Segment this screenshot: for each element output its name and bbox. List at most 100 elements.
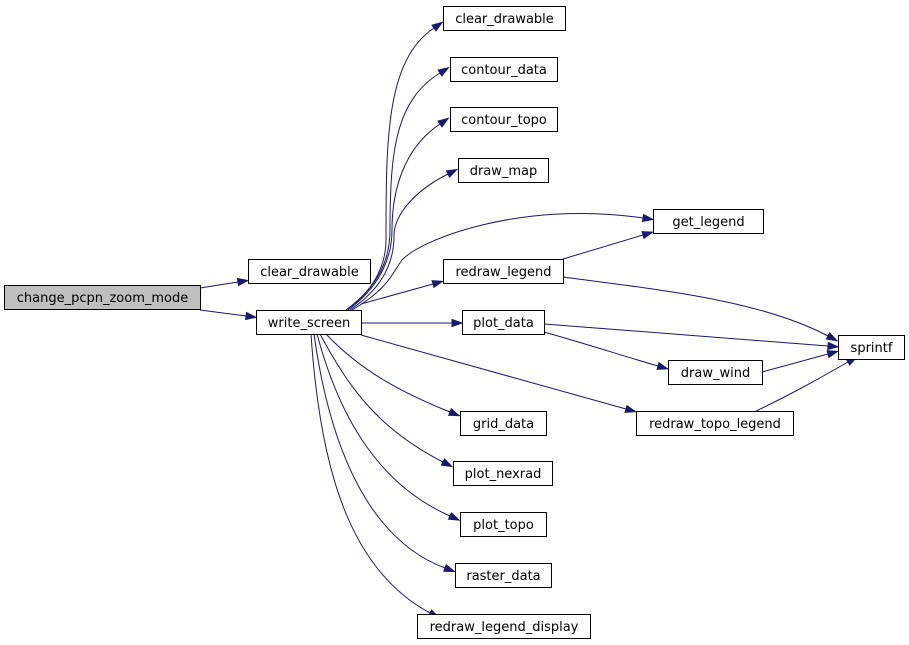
- node-label: write_screen: [268, 316, 350, 331]
- edge-redraw_topo_legend-to-sprintf: [755, 356, 858, 412]
- node-box: [462, 310, 545, 335]
- arrowhead-icon: [236, 277, 250, 287]
- node-label: grid_data: [473, 417, 534, 432]
- node-box: [636, 411, 794, 436]
- edge-write_screen-to-plot_topo: [316, 333, 461, 521]
- node-box: [417, 614, 591, 639]
- edge-write_screen-to-get_legend: [351, 212, 655, 311]
- arrowhead-icon: [447, 407, 461, 417]
- edge-line: [543, 323, 829, 347]
- call-graph-edges: [199, 21, 858, 619]
- edge-line: [360, 334, 627, 410]
- node-box: [443, 6, 566, 31]
- edge-redraw_legend-to-get_legend: [562, 231, 655, 260]
- arrowhead-icon: [826, 350, 840, 359]
- arrowhead-icon: [656, 361, 670, 370]
- node-box: [450, 57, 558, 82]
- node-label: clear_drawable: [260, 265, 359, 280]
- node-label: redraw_legend: [455, 265, 551, 280]
- node-draw_wind[interactable]: draw_wind: [668, 360, 763, 385]
- node-label: redraw_topo_legend: [649, 417, 781, 432]
- node-box: [443, 259, 564, 284]
- call-graph-nodes: change_pcpn_zoom_mode clear_drawablewrite…: [4, 6, 905, 639]
- edge-write_screen-to-redraw_topo_legend: [360, 334, 638, 413]
- node-box: [256, 310, 362, 335]
- arrowhead-icon: [624, 404, 638, 413]
- edge-line: [347, 123, 441, 311]
- node-redraw_legend[interactable]: redraw_legend: [443, 259, 564, 284]
- node-box: [450, 107, 558, 132]
- node-contour_data[interactable]: contour_data: [450, 57, 558, 82]
- edge-write_screen-to-plot_data: [361, 318, 464, 328]
- node-raster_data[interactable]: raster_data: [455, 563, 552, 588]
- edge-line: [319, 333, 444, 463]
- arrowhead-icon: [825, 332, 839, 342]
- node-box: [653, 209, 764, 234]
- node-contour_topo[interactable]: contour_topo: [450, 107, 558, 132]
- arrowhead-icon: [437, 66, 450, 77]
- arrowhead-icon: [440, 458, 454, 468]
- edge-line: [761, 353, 829, 373]
- node-plot_data[interactable]: plot_data: [462, 310, 545, 335]
- node-clear_drawable_1[interactable]: clear_drawable: [248, 259, 371, 284]
- edge-line: [562, 276, 829, 337]
- node-box: [4, 285, 201, 310]
- node-label: clear_drawable: [455, 12, 554, 27]
- edge-write_screen-to-draw_map: [349, 168, 459, 311]
- node-grid_data[interactable]: grid_data: [460, 411, 547, 436]
- node-box: [458, 158, 549, 183]
- node-sprintf[interactable]: sprintf: [838, 335, 905, 360]
- node-label: draw_map: [470, 164, 538, 179]
- arrowhead-icon: [827, 341, 840, 351]
- node-redraw_legend_display[interactable]: redraw_legend_display: [417, 614, 591, 639]
- node-redraw_topo_legend[interactable]: redraw_topo_legend: [636, 411, 794, 436]
- edge-write_screen-to-contour_topo: [347, 117, 450, 311]
- arrowhead-icon: [445, 168, 459, 178]
- node-plot_topo[interactable]: plot_topo: [460, 512, 547, 537]
- node-label: plot_nexrad: [465, 467, 542, 482]
- edge-line: [199, 281, 239, 289]
- edge-line: [345, 72, 441, 311]
- node-box: [838, 335, 905, 360]
- node-label: plot_topo: [473, 518, 534, 533]
- node-plot_nexrad[interactable]: plot_nexrad: [453, 461, 553, 486]
- node-draw_map[interactable]: draw_map: [458, 158, 549, 183]
- edge-write_screen-to-raster_data: [313, 333, 456, 573]
- node-label: redraw_legend_display: [430, 620, 579, 635]
- edge-line: [199, 309, 247, 317]
- node-label: change_pcpn_zoom_mode: [17, 291, 189, 306]
- node-change_pcpn_zoom_mode[interactable]: change_pcpn_zoom_mode: [4, 285, 201, 310]
- edge-line: [349, 173, 449, 311]
- edge-redraw_legend-to-sprintf: [562, 276, 839, 342]
- edge-line: [543, 331, 659, 367]
- arrowhead-icon: [244, 311, 258, 321]
- edge-plot_data-to-sprintf: [543, 323, 840, 351]
- edge-line: [310, 333, 431, 614]
- node-box: [248, 259, 371, 284]
- node-write_screen[interactable]: write_screen: [256, 310, 362, 335]
- edge-plot_data-to-draw_wind: [543, 331, 670, 370]
- edge-line: [562, 234, 644, 260]
- node-label: draw_wind: [681, 366, 750, 381]
- node-box: [668, 360, 763, 385]
- node-box: [453, 461, 553, 486]
- edge-write_screen-to-plot_nexrad: [319, 333, 454, 468]
- node-label: sprintf: [851, 341, 893, 356]
- node-clear_drawable_2[interactable]: clear_drawable: [443, 6, 566, 31]
- edge-write_screen-to-redraw_legend: [360, 280, 445, 305]
- arrowhead-icon: [451, 318, 464, 328]
- edge-change_pcpn_zoom_mode-to-write_screen: [199, 309, 258, 321]
- edge-write_screen-to-grid_data: [325, 333, 461, 417]
- edge-write_screen-to-contour_data: [345, 66, 450, 311]
- node-label: plot_data: [473, 316, 534, 331]
- arrowhead-icon: [641, 231, 655, 240]
- node-get_legend[interactable]: get_legend: [653, 209, 764, 234]
- edge-line: [360, 283, 434, 305]
- edge-line: [313, 333, 446, 569]
- arrowhead-icon: [431, 21, 444, 32]
- node-label: get_legend: [672, 215, 744, 230]
- node-box: [460, 512, 547, 537]
- edge-line: [755, 361, 849, 412]
- arrowhead-icon: [447, 511, 461, 521]
